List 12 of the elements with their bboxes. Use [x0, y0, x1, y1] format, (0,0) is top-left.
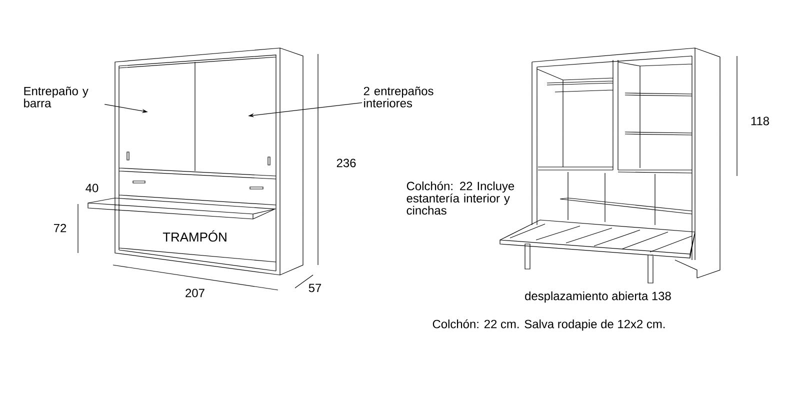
dimension-label: 72	[54, 224, 66, 232]
note-text: desplazamiento abierta 138	[525, 291, 671, 303]
callout-text: 2 entrepaños interiores	[364, 86, 434, 108]
part-label: TRAMPÓN	[162, 230, 226, 242]
callout-text: Entrepaño y barra	[24, 86, 88, 108]
note-text: Colchón: 22 cm. Salva rodapie de 12x2 cm.	[432, 319, 665, 331]
note-text: Colchón: 22 Incluye estantería interior y cinchas	[406, 181, 514, 215]
dimension-label: 118	[751, 116, 769, 126]
dimension-label: 57	[308, 284, 322, 292]
dimension-label: 236	[336, 158, 356, 168]
dimension-label: 40	[86, 184, 98, 192]
dimension-label: 207	[186, 288, 204, 298]
